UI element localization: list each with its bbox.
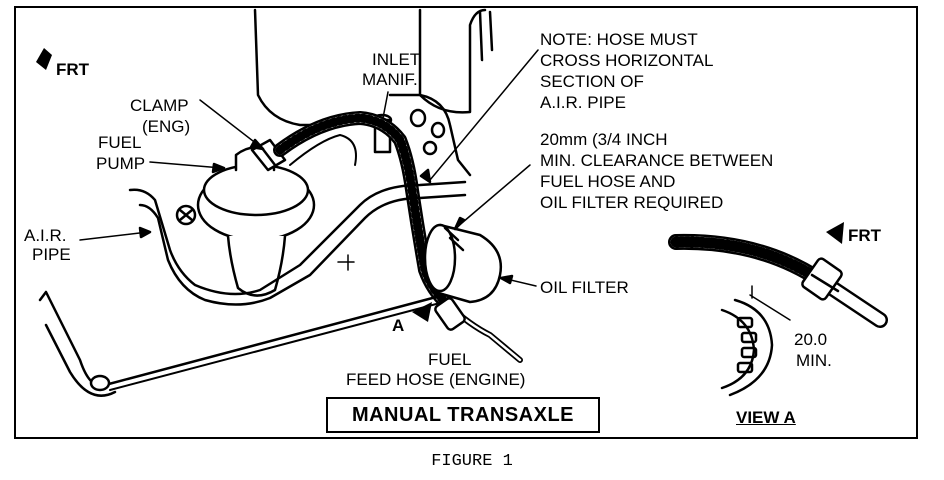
view-a-title: VIEW A — [736, 408, 796, 427]
note-line-3: SECTION OF — [540, 72, 644, 91]
clearance-line-1: 20mm (3/4 INCH — [540, 130, 668, 149]
frt-arrow-right — [826, 222, 844, 244]
fuel-feed-hose-label-2: FEED HOSE (ENGINE) — [346, 370, 526, 389]
manual-transaxle-box: MANUAL TRANSAXLE — [326, 397, 600, 433]
clearance-line-4: OIL FILTER REQUIRED — [540, 193, 724, 212]
fuel-pump-label-2: PUMP — [96, 154, 146, 173]
min-clearance-value: 20.0 — [794, 330, 828, 349]
note-line-2: CROSS HORIZONTAL — [540, 51, 714, 70]
air-pipe-label-1: A.I.R. — [24, 226, 67, 245]
note-line-1: NOTE: HOSE MUST — [540, 30, 698, 49]
clamp-label-1: CLAMP — [130, 96, 189, 115]
frt-label-right: FRT — [848, 226, 882, 245]
view-a-detail — [668, 233, 888, 397]
frt-label-left: FRT — [56, 60, 90, 79]
clearance-line-2: MIN. CLEARANCE BETWEEN — [540, 151, 774, 170]
oil-filter — [423, 223, 503, 304]
oil-filter-label: OIL FILTER — [540, 278, 629, 297]
view-a-marker-arrow — [412, 302, 432, 322]
min-clearance-unit: MIN. — [796, 351, 832, 370]
inlet-manif-label-1: INLET — [372, 50, 421, 69]
fuel-pump-label-1: FUEL — [98, 133, 142, 152]
diagram-frame — [14, 6, 918, 439]
view-marker-label: A — [392, 316, 405, 335]
clearance-line-3: FUEL HOSE AND — [540, 172, 676, 191]
figure-caption: FIGURE 1 — [431, 452, 513, 471]
fuel-feed-hose-label-1: FUEL — [428, 350, 472, 369]
fuel-pump — [175, 146, 316, 297]
engine-block-outline — [253, 8, 332, 127]
frt-arrow-left — [36, 48, 52, 70]
air-pipe-label-2: PIPE — [32, 245, 71, 264]
inlet-manif-label-2: MANIF. — [362, 70, 418, 89]
note-line-4: A.I.R. PIPE — [540, 93, 626, 112]
clamp-label-2: (ENG) — [142, 117, 191, 136]
air-pipe — [128, 180, 467, 296]
